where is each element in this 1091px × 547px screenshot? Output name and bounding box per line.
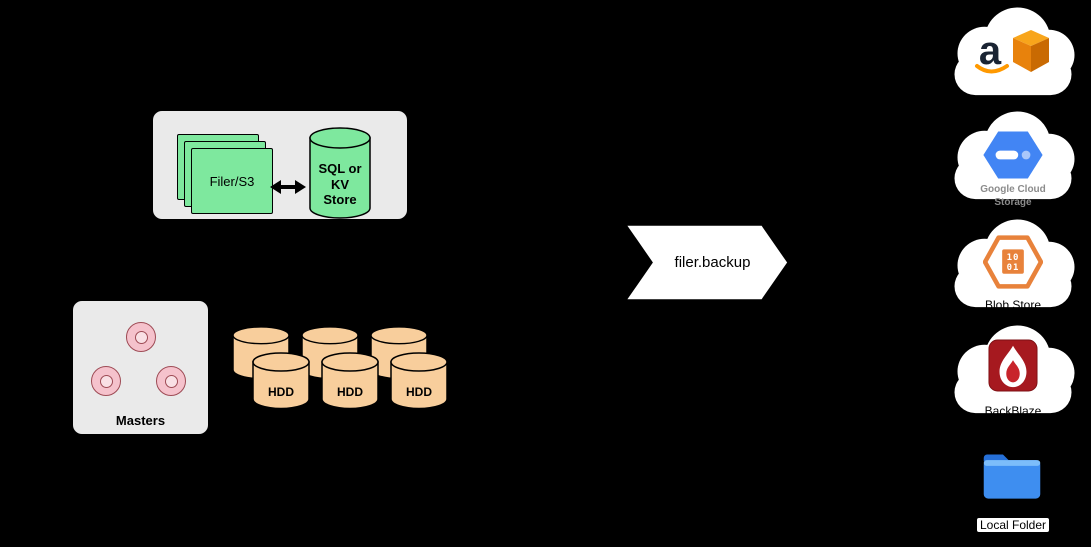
hdd-cylinder-front: HDD <box>252 352 310 415</box>
hdd-label: HDD <box>268 385 294 399</box>
filer-label: Filer/S3 <box>209 173 255 189</box>
filer-group-box: Filer/S3 SQL or KV Store <box>152 110 408 220</box>
sql-kv-store-cylinder: SQL or KV Store <box>309 127 371 219</box>
filer-backup-label: filer.backup <box>674 254 751 271</box>
blob-bits-line1: 10 <box>1007 253 1020 263</box>
cylinder-shape <box>321 352 379 410</box>
gcs-hexagon-icon <box>983 131 1043 179</box>
master-node-hole <box>134 330 148 344</box>
blob-store-label: Blob Store <box>984 298 1042 312</box>
hdd-cylinder-front: HDD <box>321 352 379 415</box>
masters-box: Masters <box>72 300 209 435</box>
master-node-hole <box>99 374 113 388</box>
sql-kv-store-label: SQL or KV Store <box>318 161 362 208</box>
hdd-cylinder-front: HDD <box>390 352 448 415</box>
blob-bits-line2: 01 <box>1007 263 1020 273</box>
blob-store-icon: 10 01 <box>983 235 1043 289</box>
cloud-gcs: Google Cloud Storage <box>938 110 1088 208</box>
master-node-hole <box>164 374 178 388</box>
cylinder-shape <box>390 352 448 410</box>
bidirectional-arrow-icon <box>270 180 306 194</box>
backblaze-label: BackBlaze <box>984 404 1042 418</box>
cloud-blob-store: 10 01 Blob Store <box>938 218 1088 316</box>
master-node-icon <box>156 366 186 396</box>
master-node-icon <box>91 366 121 396</box>
hdd-label: HDD <box>406 385 432 399</box>
amazon-logo-text: a <box>979 29 1002 73</box>
cloud-backblaze: BackBlaze <box>938 324 1088 422</box>
amazon-smile-icon <box>975 64 1009 74</box>
backblaze-flame-icon <box>988 339 1038 392</box>
local-folder-label: Local Folder <box>976 518 1050 532</box>
filer-card-front: Filer/S3 <box>191 148 273 214</box>
aws-icon: a <box>975 29 1049 74</box>
local-folder-label-wrap: Local Folder <box>938 516 1088 534</box>
masters-label: Masters <box>115 413 166 428</box>
master-node-icon <box>126 322 156 352</box>
cloud-aws: a <box>938 6 1088 104</box>
cylinder-shape <box>252 352 310 410</box>
arrow-shape <box>624 224 789 301</box>
filer-backup-arrow: filer.backup <box>624 224 790 301</box>
aws-cube-icon <box>1013 30 1049 72</box>
gcs-label: Google Cloud Storage <box>980 184 1046 208</box>
cylinder-shape <box>309 127 371 219</box>
folder-shape <box>983 454 1041 499</box>
local-folder-icon <box>980 450 1044 507</box>
hdd-label: HDD <box>337 385 363 399</box>
